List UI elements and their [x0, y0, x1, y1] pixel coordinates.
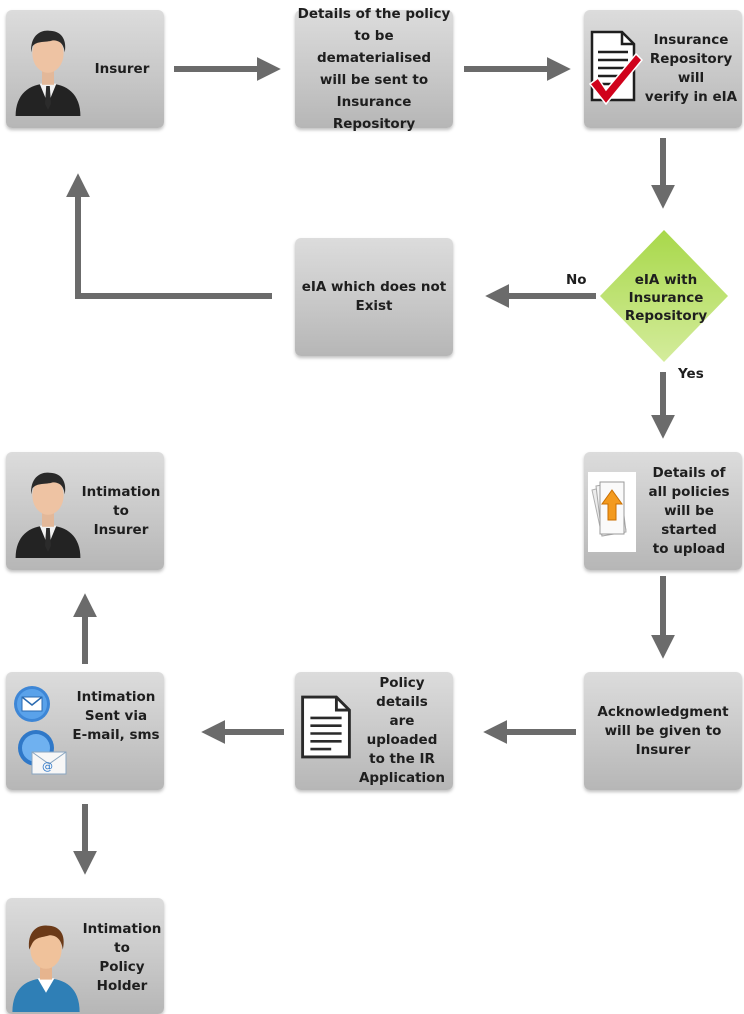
node-acknowledgment	[584, 672, 742, 790]
decision-diamond	[600, 230, 728, 362]
node-intimation-insurer-label: Intimation to Insurer	[81, 483, 161, 538]
node-details-sent-label: Details of the policy to be dematerialis…	[297, 6, 451, 132]
node-acknowledgment-label: Acknowledgment will be given to Insurer	[597, 703, 729, 758]
node-eia-not-exist	[295, 238, 453, 356]
svg-text:@: @	[42, 760, 53, 773]
checked-document-icon	[588, 30, 644, 106]
document-icon	[300, 694, 352, 760]
node-intimation-holder-label: Intimation to Policy Holder	[82, 921, 162, 994]
node-details-sent	[295, 10, 453, 128]
node-ir-verify-label: Insurance Repository will verify in eIA	[644, 32, 738, 105]
edge-label-yes: Yes	[678, 366, 704, 382]
businessman-icon	[12, 462, 84, 558]
node-uploaded-ir-label: Policy details are uploaded to the IR Ap…	[358, 675, 446, 786]
decision-label: eIA with Insurance Repository	[624, 272, 708, 324]
arrow-not-exist-to-insurer	[66, 173, 272, 299]
node-upload-started-label: Details of all policies will be started …	[648, 464, 730, 557]
policy-holder-icon	[10, 914, 82, 1014]
node-intimation-sent-label: Intimation Sent via E-mail, sms	[72, 689, 160, 743]
node-insurer-label: Insurer	[94, 60, 150, 77]
upload-documents-icon	[588, 472, 636, 552]
node-eia-not-exist-label: eIA which does not Exist	[301, 279, 447, 314]
edge-label-no: No	[566, 272, 587, 288]
businessman-icon	[12, 20, 84, 116]
email-icon: @	[14, 686, 67, 775]
